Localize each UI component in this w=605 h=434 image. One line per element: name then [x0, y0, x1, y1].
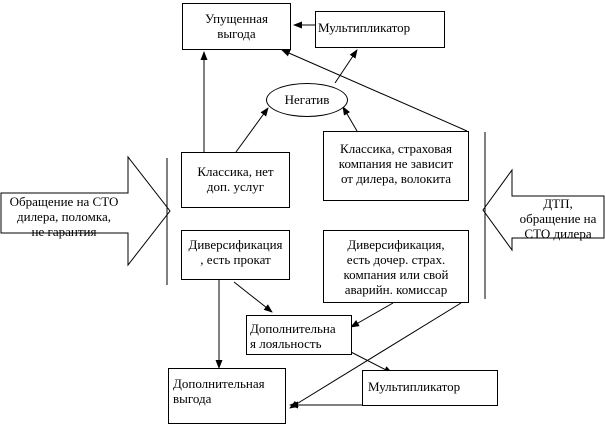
- connector-subsidiary-to-loyalty: [350, 302, 394, 328]
- node-negative: Негатив: [266, 83, 348, 117]
- node-classic-no-services: Классика, нет доп. услуг: [181, 152, 290, 208]
- input-arrow-left-shape: [0, 155, 171, 267]
- connector-loyalty-to-multiplier: [346, 349, 393, 374]
- node-multiplier-bottom: Мультипликатор: [362, 370, 498, 406]
- connector-negative-to-multiplier: [334, 49, 358, 84]
- connector-insurance-to-lost-profit: [281, 49, 468, 132]
- node-lost-profit: Упущенная выгода: [182, 3, 291, 50]
- connector-classic-to-negative: [235, 107, 269, 153]
- node-diversification-rental: Диверсификация , есть прокат: [181, 230, 290, 280]
- node-additional-loyalty: Дополнительна я лояльность: [246, 315, 352, 355]
- node-additional-profit: Дополнительная выгода: [168, 368, 286, 424]
- connector-insurance-to-negative: [342, 106, 358, 132]
- connector-subsidiary-to-additional-profit: [289, 302, 462, 409]
- input-arrow-left-label: Обращение на СТО дилера, поломка, не гар…: [9, 194, 119, 239]
- node-diversification-subsidiary: Диверсификация, есть дочер. страх. компа…: [323, 230, 469, 303]
- input-arrow-right-shape: [482, 168, 605, 252]
- connector-rental-to-loyalty: [233, 281, 273, 313]
- node-classic-insurance: Классика, страховая компания не зависит …: [323, 131, 469, 201]
- node-multiplier-top: Мультипликатор: [315, 11, 445, 48]
- input-arrow-right-label: ДТП, обращение на СТО дилера: [519, 196, 597, 241]
